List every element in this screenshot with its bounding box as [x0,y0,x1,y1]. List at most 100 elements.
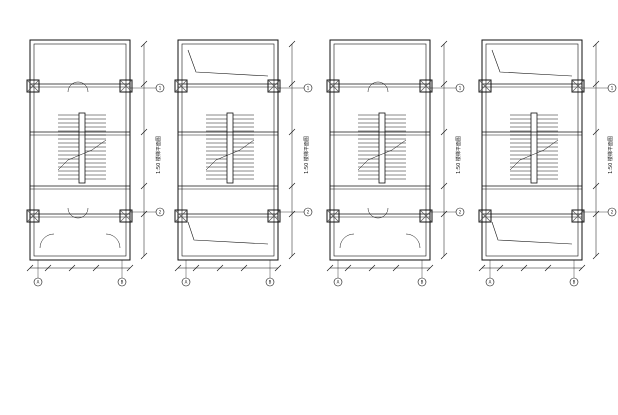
slope-line [491,49,573,77]
column [419,79,433,93]
column [478,209,492,223]
dimension-tick [592,128,600,136]
dimension-tick [578,264,586,272]
stair-well [530,112,538,184]
dimension-tick [520,264,528,272]
axis-bubble [33,277,43,287]
axis-bubble [333,277,343,287]
axis-label: 1 [459,86,462,91]
dimension-tick [288,80,296,88]
column [267,79,281,93]
inner-wall [33,43,127,257]
axis-label: B [269,280,272,285]
dimension-tick [44,264,52,272]
column [326,209,340,223]
dimension-tick [326,264,334,272]
stair-well [226,112,234,184]
column [26,209,40,223]
dimension-tick [216,264,224,272]
door-swing [339,233,355,249]
dimension-tick [392,264,400,272]
axis-label: 1 [307,86,310,91]
axis-label: B [421,280,424,285]
door-swing [67,207,79,219]
axis-label: A [489,280,492,285]
column [419,209,433,223]
column-hatch [326,209,340,223]
column [571,209,585,223]
dimension-tick [288,128,296,136]
door-swing [367,207,379,219]
dimension-tick [592,80,600,88]
dimension-tick [440,182,448,190]
inner-wall [485,43,579,257]
axis-label: B [121,280,124,285]
dimension-tick [140,252,148,260]
dimension-tick [344,264,352,272]
break-line [205,139,255,171]
inner-wall [181,43,275,257]
outer-wall [329,39,431,261]
stair-well [378,112,386,184]
axis-bubble [155,83,165,93]
axis-label: B [573,280,576,285]
axis-bubble [607,207,617,217]
column [119,79,133,93]
axis-label: A [337,280,340,285]
dimension-tick [368,264,376,272]
dimension-tick [240,264,248,272]
column-hatch [267,79,281,93]
dimension-tick [288,252,296,260]
dimension-tick [140,128,148,136]
dimension-tick [592,182,600,190]
door-swing [77,81,89,93]
axis-label: A [37,280,40,285]
dimension-tick [440,40,448,48]
outer-wall [177,39,279,261]
column [174,209,188,223]
dimension-tick [92,264,100,272]
column [119,209,133,223]
column [571,79,585,93]
door-swing [377,207,389,219]
column-hatch [419,79,433,93]
column-hatch [119,79,133,93]
door-swing [105,233,121,249]
column-hatch [326,79,340,93]
door-swing [405,233,421,249]
dimension-tick [140,40,148,48]
dimension-tick [592,252,600,260]
door-swing [39,233,55,249]
axis-bubble [303,207,313,217]
plan-title: 1:50 楼梯平面图 [155,136,162,174]
axis-bubble [417,277,427,287]
stair-well [78,112,86,184]
dimension-tick [440,252,448,260]
plan-2: A B 1 2 1:50 楼梯平面图 [174,39,313,287]
outer-wall [481,39,583,261]
plan-title: 1:50 楼梯平面图 [607,136,614,174]
axis-label: 2 [307,210,310,215]
axis-label: 2 [459,210,462,215]
axis-label: A [185,280,188,285]
axis-bubble [265,277,275,287]
dimension-tick [440,80,448,88]
dimension-tick [288,182,296,190]
plan-title: 1:50 楼梯平面图 [455,136,462,174]
dimension-tick [26,264,34,272]
axis-label: 1 [159,86,162,91]
column-hatch [571,79,585,93]
dimension-tick [68,264,76,272]
axis-bubble [455,207,465,217]
column [478,79,492,93]
dimension-tick [426,264,434,272]
plan-title: 1:50 楼梯平面图 [303,136,310,174]
column [326,79,340,93]
door-swing [367,81,379,93]
axis-bubble [485,277,495,287]
door-swing [67,81,79,93]
